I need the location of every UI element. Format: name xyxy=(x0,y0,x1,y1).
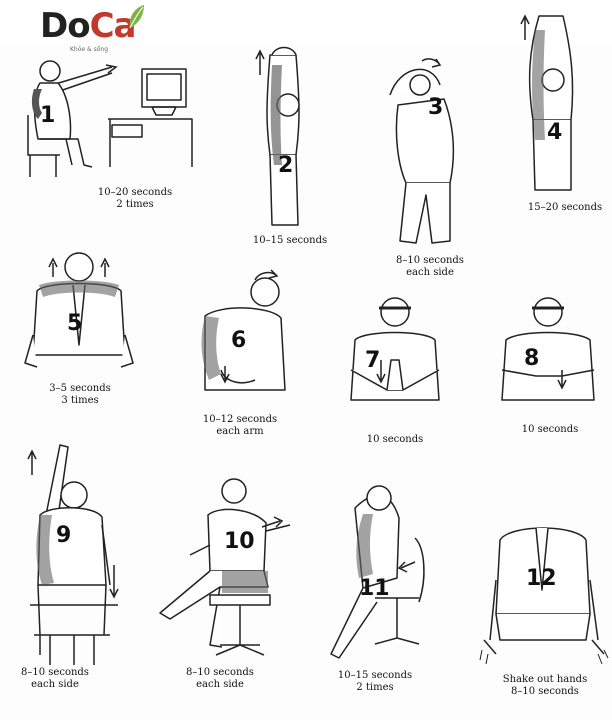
exercise-8-number: 8 xyxy=(524,346,540,371)
top-band xyxy=(0,0,612,44)
exercise-6-caption-line-2: each arm xyxy=(216,426,264,437)
exercise-7-number: 7 xyxy=(365,348,381,373)
exercise-9: 9 8–10 seconds each side xyxy=(10,435,140,697)
exercise-5-figure xyxy=(24,252,134,368)
exercise-5-number: 5 xyxy=(67,311,83,336)
exercise-2-caption-line-1: 10–15 seconds xyxy=(252,235,328,246)
exercise-4-caption: 15–20 seconds xyxy=(515,202,612,214)
exercise-10-caption-line-1: 8–10 seconds xyxy=(186,667,254,678)
exercise-5-caption-line-1: 3–5 seconds xyxy=(49,383,111,394)
exercise-3-number: 3 xyxy=(428,95,444,120)
exercise-1-caption: 10–20 seconds 2 times xyxy=(70,187,200,211)
exercise-11-caption-line-2: 2 times xyxy=(356,682,394,693)
logo-tagline: Khỏe & sống xyxy=(70,46,109,53)
exercise-8: 8 10 seconds xyxy=(490,290,610,440)
exercise-3: 3 8–10 seconds each side xyxy=(370,55,490,285)
arrow-left-icon xyxy=(397,561,416,573)
exercise-6: 6 10–12 seconds each arm xyxy=(185,269,295,445)
exercise-12-caption: Shake out hands 8–10 seconds xyxy=(480,674,610,698)
exercise-3-figure xyxy=(389,58,455,244)
arrow-up-icon xyxy=(48,257,58,277)
exercise-1: 1 10–20 seconds 2 times xyxy=(20,55,210,225)
exercise-12-figure xyxy=(479,527,609,665)
exercise-3-caption-line-2: each side xyxy=(406,267,454,278)
exercise-11-number: 11 xyxy=(359,576,390,601)
exercise-2-figure xyxy=(255,46,300,226)
exercise-6-number: 6 xyxy=(231,328,247,353)
logo-wordmark: DoCa xyxy=(40,6,136,46)
exercise-8-figure xyxy=(501,297,595,401)
exercise-6-caption: 10–12 seconds each arm xyxy=(180,414,300,438)
arrow-up-icon xyxy=(255,49,265,75)
exercise-7: 7 10 seconds xyxy=(335,290,455,450)
exercise-12-number: 12 xyxy=(526,566,557,591)
exercise-10-figure xyxy=(159,478,291,656)
arrow-up-icon xyxy=(100,257,110,277)
exercise-7-figure xyxy=(350,297,440,401)
exercise-9-caption-line-2: each side xyxy=(31,679,79,690)
exercise-4: 4 15–20 seconds xyxy=(505,10,610,225)
exercise-8-caption: 10 seconds xyxy=(490,424,610,436)
exercise-10-caption-line-2: each side xyxy=(196,679,244,690)
exercise-11: 11 10–15 seconds 2 times xyxy=(315,478,440,698)
exercise-1-figure xyxy=(27,60,193,177)
arrow-curved-icon xyxy=(254,269,279,281)
exercise-7-caption-line-1: 10 seconds xyxy=(366,434,424,445)
arrow-up-icon xyxy=(520,14,530,40)
arrow-down-icon xyxy=(109,565,119,599)
exercise-11-caption: 10–15 seconds 2 times xyxy=(315,670,435,694)
exercise-10-caption: 8–10 seconds each side xyxy=(160,667,280,691)
exercise-3-caption-line-1: 8–10 seconds xyxy=(396,255,464,266)
exercise-9-caption-line-1: 8–10 seconds xyxy=(21,667,89,678)
arrow-right-icon xyxy=(261,516,284,528)
logo-text-do: Do xyxy=(40,6,91,46)
arrow-down-icon xyxy=(376,360,386,384)
exercise-4-number: 4 xyxy=(547,120,563,145)
exercise-12-caption-line-1: Shake out hands xyxy=(502,674,588,685)
exercise-7-caption: 10 seconds xyxy=(335,434,455,446)
exercise-9-figure xyxy=(27,444,119,665)
arrow-icon xyxy=(105,64,118,74)
exercise-5-caption-line-2: 3 times xyxy=(61,395,99,406)
exercise-2-caption: 10–15 seconds xyxy=(230,235,350,247)
doca-logo: DoCa Khỏe & sống xyxy=(40,5,150,66)
exercise-11-caption-line-1: 10–15 seconds xyxy=(337,670,413,681)
exercise-9-number: 9 xyxy=(56,523,72,548)
exercise-2: 2 10–15 seconds xyxy=(230,45,350,255)
exercise-1-caption-line-1: 10–20 seconds xyxy=(97,187,173,198)
arrow-down-icon xyxy=(557,370,567,390)
exercise-2-number: 2 xyxy=(278,153,294,178)
exercise-12: 12 Shake out hands 8–10 seconds xyxy=(479,510,610,700)
exercise-10-number: 10 xyxy=(224,529,255,554)
exercise-9-caption: 8–10 seconds each side xyxy=(0,667,110,691)
exercise-12-caption-line-2: 8–10 seconds xyxy=(511,686,579,697)
leaf-icon xyxy=(129,5,144,29)
arrow-up-icon xyxy=(27,449,37,475)
exercise-1-caption-line-2: 2 times xyxy=(116,199,154,210)
arrow-down-icon xyxy=(220,366,230,384)
exercise-8-caption-line-1: 10 seconds xyxy=(521,424,579,435)
arrow-curved-icon xyxy=(421,58,442,68)
exercise-6-figure xyxy=(201,269,286,391)
exercise-1-number: 1 xyxy=(40,103,56,128)
exercise-5-caption: 3–5 seconds 3 times xyxy=(15,383,145,407)
exercise-10: 10 8–10 seconds each side xyxy=(150,475,300,697)
exercise-4-figure xyxy=(520,14,574,191)
motion-lines-icon xyxy=(479,649,609,665)
exercise-5: 5 3–5 seconds 3 times xyxy=(15,245,145,410)
logo-text-ca: Ca xyxy=(89,6,137,46)
exercise-3-caption: 8–10 seconds each side xyxy=(370,255,490,279)
exercise-11-figure xyxy=(330,485,425,659)
exercise-6-caption-line-1: 10–12 seconds xyxy=(202,414,278,425)
exercise-4-caption-line-1: 15–20 seconds xyxy=(527,202,603,213)
